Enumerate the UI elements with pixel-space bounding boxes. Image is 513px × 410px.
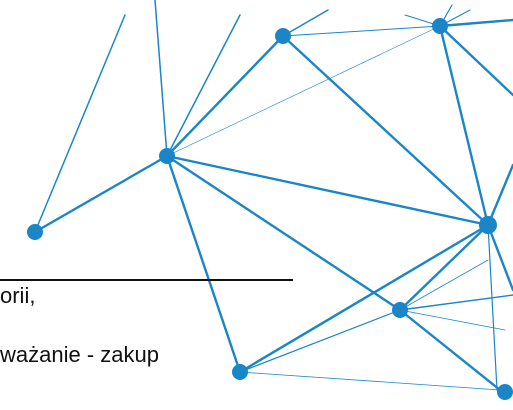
text-line-2: ważanie - zakup xyxy=(0,342,159,367)
text-line-1: orii, xyxy=(0,283,36,308)
divider-line xyxy=(0,279,293,281)
